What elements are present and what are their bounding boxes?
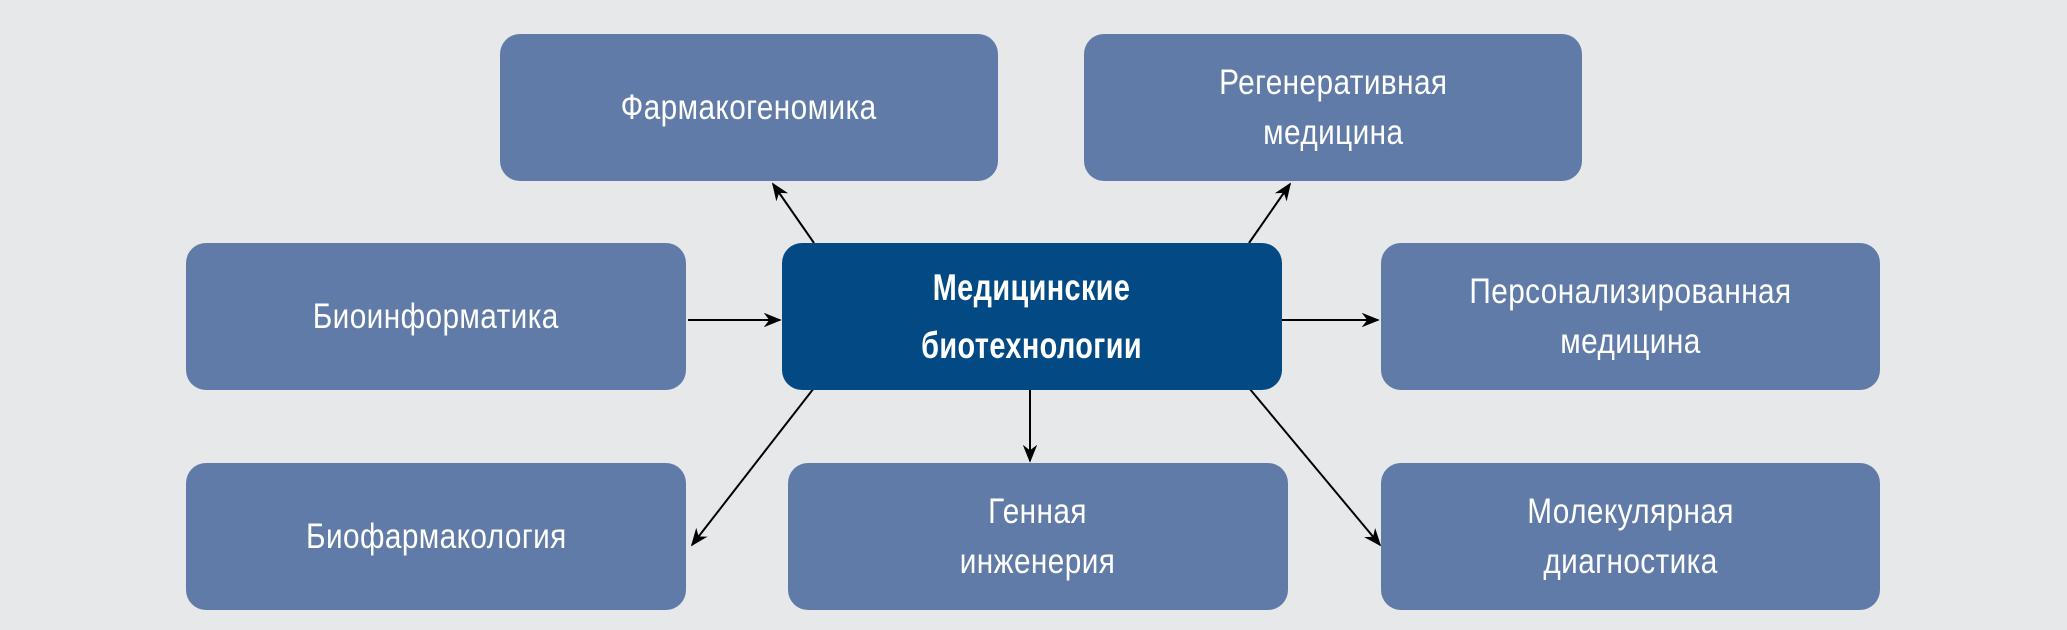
node-medical-biotechnology: Медицинские биотехнологии [782, 243, 1282, 390]
arrow-to-pharmacogenomics [771, 182, 815, 244]
node-label: Биофармакология [305, 516, 567, 556]
arrow-to-molecular-diagnostics [1248, 387, 1382, 547]
arrow-to-regenerative-medicine [1248, 182, 1292, 244]
node-label: Персонализированная медицина [1469, 271, 1792, 361]
node-label: Генная инженерия [960, 491, 1116, 581]
node-label: Биоинформатика [312, 296, 560, 336]
node-molecular-diagnostics: Молекулярная диагностика [1381, 463, 1880, 610]
arrow-to-biopharmacology [690, 387, 815, 547]
node-personalized-medicine: Персонализированная медицина [1381, 243, 1880, 390]
node-pharmacogenomics: Фармакогеномика [500, 34, 998, 181]
node-biopharmacology: Биофармакология [186, 463, 686, 610]
center-label: Медицинские биотехнологии [921, 266, 1143, 366]
node-gene-engineering: Генная инженерия [788, 463, 1288, 610]
node-bioinformatics: Биоинформатика [186, 243, 686, 390]
node-label: Молекулярная диагностика [1527, 491, 1734, 581]
node-label: Регенеративная медицина [1218, 62, 1448, 152]
node-regenerative-medicine: Регенеративная медицина [1084, 34, 1582, 181]
node-label: Фармакогеномика [621, 87, 877, 127]
